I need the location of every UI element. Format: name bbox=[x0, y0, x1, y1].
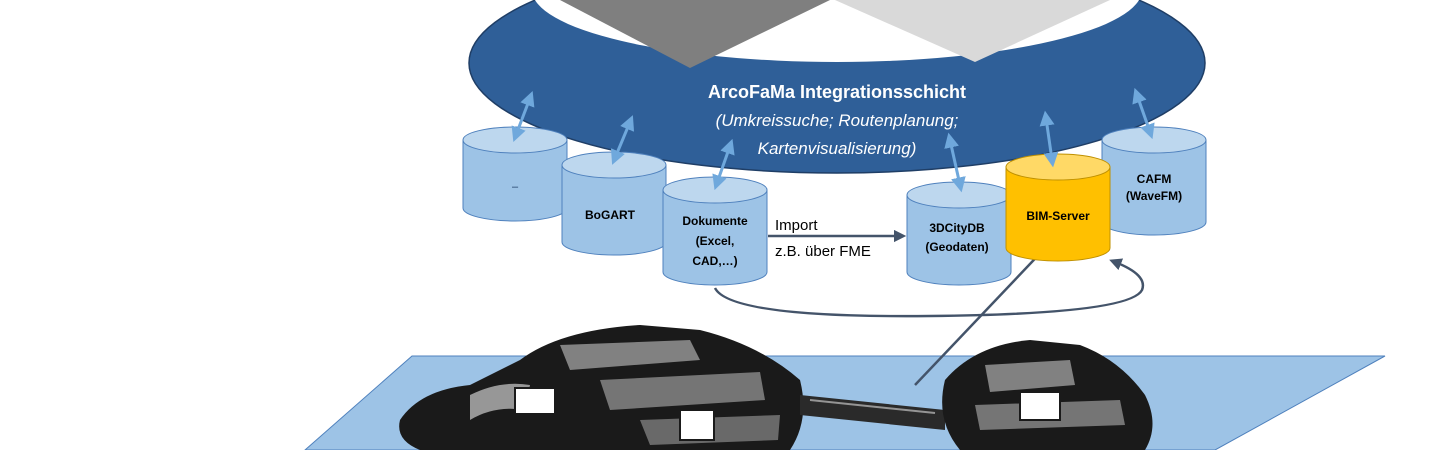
database-unnamed-label: – bbox=[512, 181, 519, 193]
building-bridge bbox=[800, 395, 945, 430]
ring-title: ArcoFaMa Integrationsschicht bbox=[708, 82, 966, 102]
arrow-curved-dokumente-to-bim bbox=[713, 258, 1145, 318]
database-dokumente-label-2: (Excel, bbox=[696, 234, 735, 248]
database-cafm-label-1: CAFM bbox=[1137, 172, 1172, 186]
database-bogart: BoGART bbox=[561, 151, 667, 256]
arrow-bim-ring bbox=[1039, 110, 1059, 168]
database-cafm: CAFM (WaveFM) bbox=[1101, 126, 1207, 236]
ring-subtitle-line1: (Umkreissuche; Routenplanung; bbox=[716, 111, 959, 130]
arrow-cafm-ring bbox=[1132, 87, 1155, 140]
database-citydb: 3DCityDB (Geodaten) bbox=[906, 181, 1012, 286]
import-label-1: Import bbox=[775, 217, 818, 234]
building-left bbox=[399, 325, 804, 450]
arrow-bogart-ring bbox=[610, 115, 635, 165]
database-bim-server: BIM-Server bbox=[1005, 153, 1111, 262]
arrow-dokumente-ring bbox=[712, 138, 735, 191]
gray-shape-right bbox=[835, 0, 1110, 62]
database-unnamed: – bbox=[462, 126, 568, 222]
database-bim-label: BIM-Server bbox=[1026, 209, 1090, 223]
database-citydb-label-2: (Geodaten) bbox=[925, 240, 988, 254]
database-cafm-label-2: (WaveFM) bbox=[1126, 189, 1182, 203]
arrow-citydb-ring bbox=[944, 132, 966, 193]
ring-subtitle-line2: Kartenvisualisierung) bbox=[758, 139, 917, 158]
database-dokumente-label-3: CAD,…) bbox=[692, 254, 737, 268]
integration-ring: ArcoFaMa Integrationsschicht (Umkreissuc… bbox=[468, 0, 1206, 174]
database-bogart-label: BoGART bbox=[585, 208, 636, 222]
database-citydb-label-1: 3DCityDB bbox=[929, 221, 985, 235]
database-dokumente: Dokumente (Excel, CAD,…) bbox=[662, 176, 768, 286]
database-dokumente-label-1: Dokumente bbox=[682, 214, 748, 228]
gray-shape-left bbox=[560, 0, 830, 68]
building-right bbox=[942, 340, 1153, 450]
import-label-2: z.B. über FME bbox=[775, 243, 871, 260]
arrow-unnamed-ring bbox=[511, 90, 535, 143]
connector-arrows bbox=[511, 87, 1155, 193]
